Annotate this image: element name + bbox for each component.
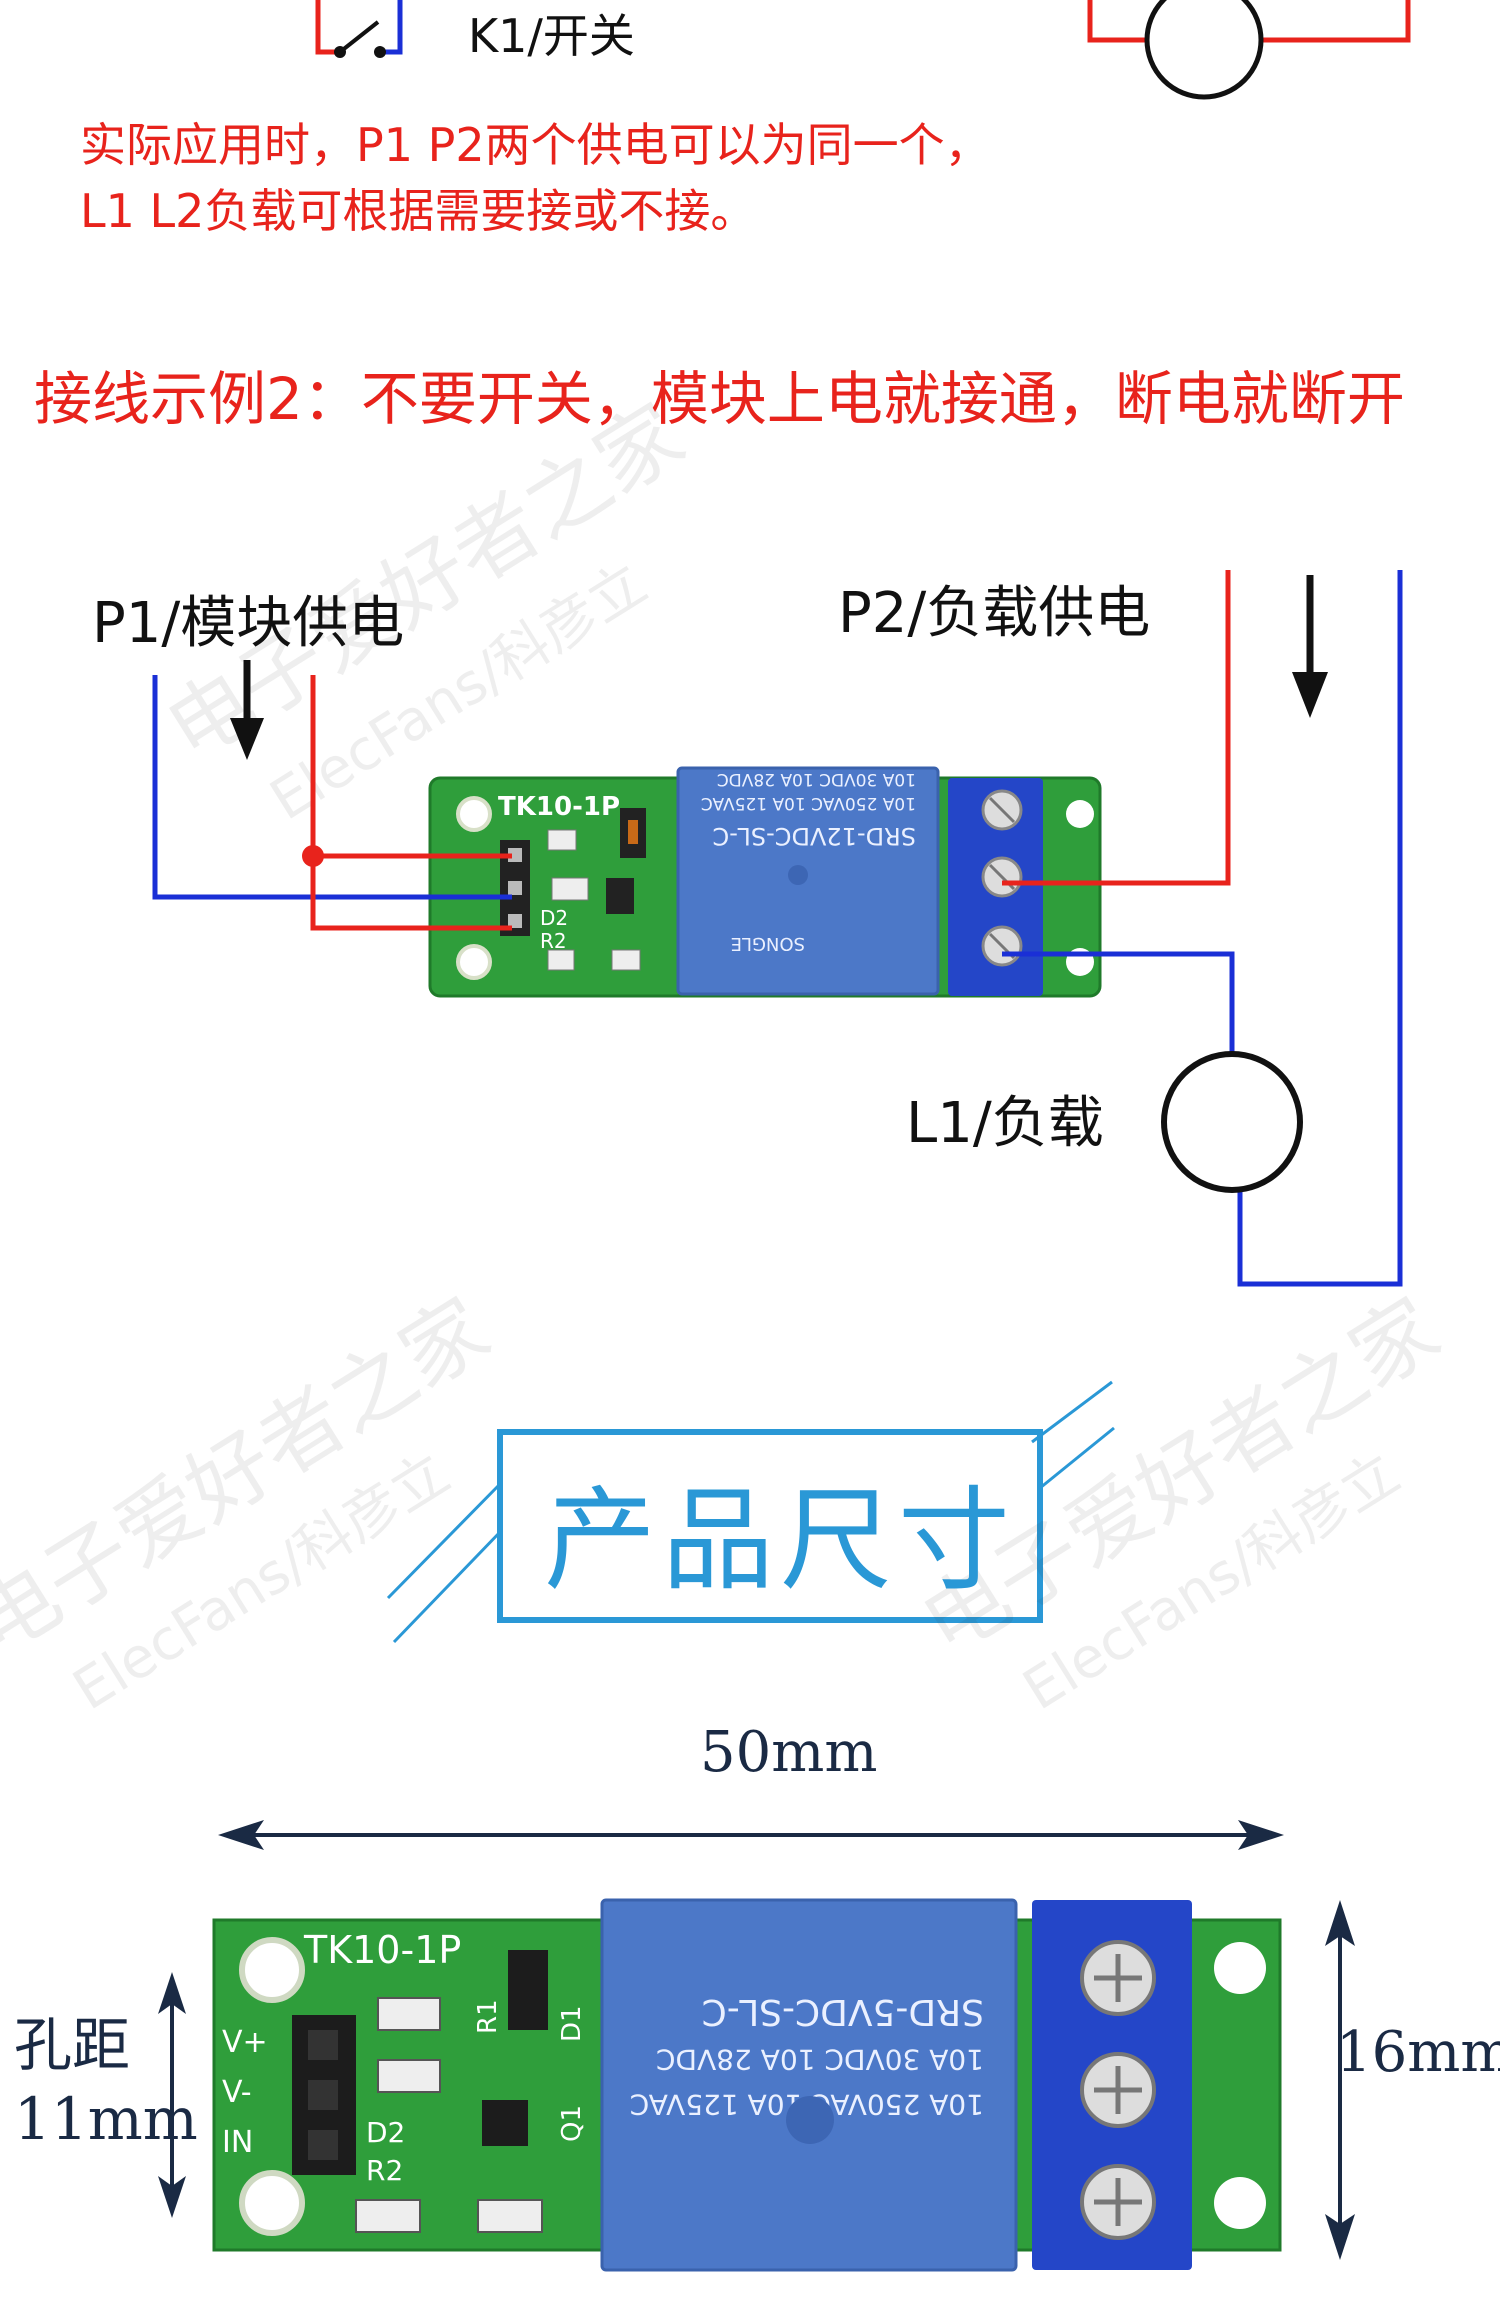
arrow-down-p1 xyxy=(230,660,264,760)
wire-load-blue xyxy=(1002,570,1403,1287)
svg-text:Q1: Q1 xyxy=(557,2105,587,2142)
height-label: 16mm xyxy=(1336,2020,1500,2085)
load-symbol-l1 xyxy=(1161,1051,1303,1193)
svg-text:D1: D1 xyxy=(557,2005,587,2042)
svg-text:V+: V+ xyxy=(222,2025,268,2060)
switch-label: K1/开关 xyxy=(468,9,635,63)
svg-text:D2: D2 xyxy=(540,906,568,930)
dimension-title-frame xyxy=(386,1380,1115,1644)
width-dimension-arrow xyxy=(218,1820,1284,1850)
wire-p1-blue xyxy=(152,675,512,900)
relay-model-text: SRD-12VDC-SL-C xyxy=(712,822,916,850)
hole-distance-arrow xyxy=(158,1972,186,2218)
wire-p1-red xyxy=(302,675,512,931)
relay-module-large: TK10-1P V+ V- IN D2 R2 R1 D1 Q1 SRD-5VDC… xyxy=(212,1898,1282,2272)
svg-text:R2: R2 xyxy=(366,2154,403,2187)
svg-text:R2: R2 xyxy=(540,929,567,953)
relay-module: TK10-1P D2 R2 SRD-12VDC-SL-C 10A 250VAC … xyxy=(428,766,1102,998)
application-note-line2: L1 L2负载可根据需要接或不接。 xyxy=(80,184,757,238)
svg-text:10A 30VDC 10A 28VDC: 10A 30VDC 10A 28VDC xyxy=(656,2043,984,2076)
p1-label: P1/模块供电 xyxy=(92,591,405,656)
example2-heading: 接线示例2：不要开关，模块上电就接通，断电就断开 xyxy=(34,365,1405,433)
dimensions-title: 产品尺寸 xyxy=(544,1476,1016,1606)
application-note-line1: 实际应用时，P1 P2两个供电可以为同一个， xyxy=(80,118,991,172)
p2-label: P2/负载供电 xyxy=(838,581,1151,646)
application-note: 实际应用时，P1 P2两个供电可以为同一个， L1 L2负载可根据需要接或不接。 xyxy=(80,112,1280,244)
height-dimension-arrow xyxy=(1325,1900,1355,2260)
hole-distance-label: 孔距 11mm xyxy=(14,2008,198,2156)
hole-distance-label-line1: 孔距 xyxy=(14,2011,131,2079)
module-model-text: TK10-1P xyxy=(498,792,620,822)
svg-text:R1: R1 xyxy=(473,1999,503,2034)
svg-text:SONGLE: SONGLE xyxy=(731,933,805,954)
l1-label: L1/负载 xyxy=(906,1091,1104,1156)
width-label: 50mm xyxy=(700,1720,878,1785)
load-symbol-top xyxy=(1087,0,1411,100)
svg-text:V-: V- xyxy=(222,2075,252,2110)
large-relay-model: SRD-5VDC-SL-C xyxy=(702,1991,984,2032)
hole-distance-label-line2: 11mm xyxy=(14,2085,198,2153)
svg-text:10A 250VAC 10A 125VAC: 10A 250VAC 10A 125VAC xyxy=(701,793,916,813)
svg-text:IN: IN xyxy=(222,2125,253,2160)
large-board-model: TK10-1P xyxy=(303,1928,461,1972)
svg-text:D2: D2 xyxy=(366,2116,405,2149)
arrow-down-p2 xyxy=(1292,575,1328,718)
switch-symbol xyxy=(315,0,403,58)
svg-text:10A 30VDC 10A 28VDC: 10A 30VDC 10A 28VDC xyxy=(717,769,916,789)
wire-p2-red xyxy=(1002,570,1231,886)
